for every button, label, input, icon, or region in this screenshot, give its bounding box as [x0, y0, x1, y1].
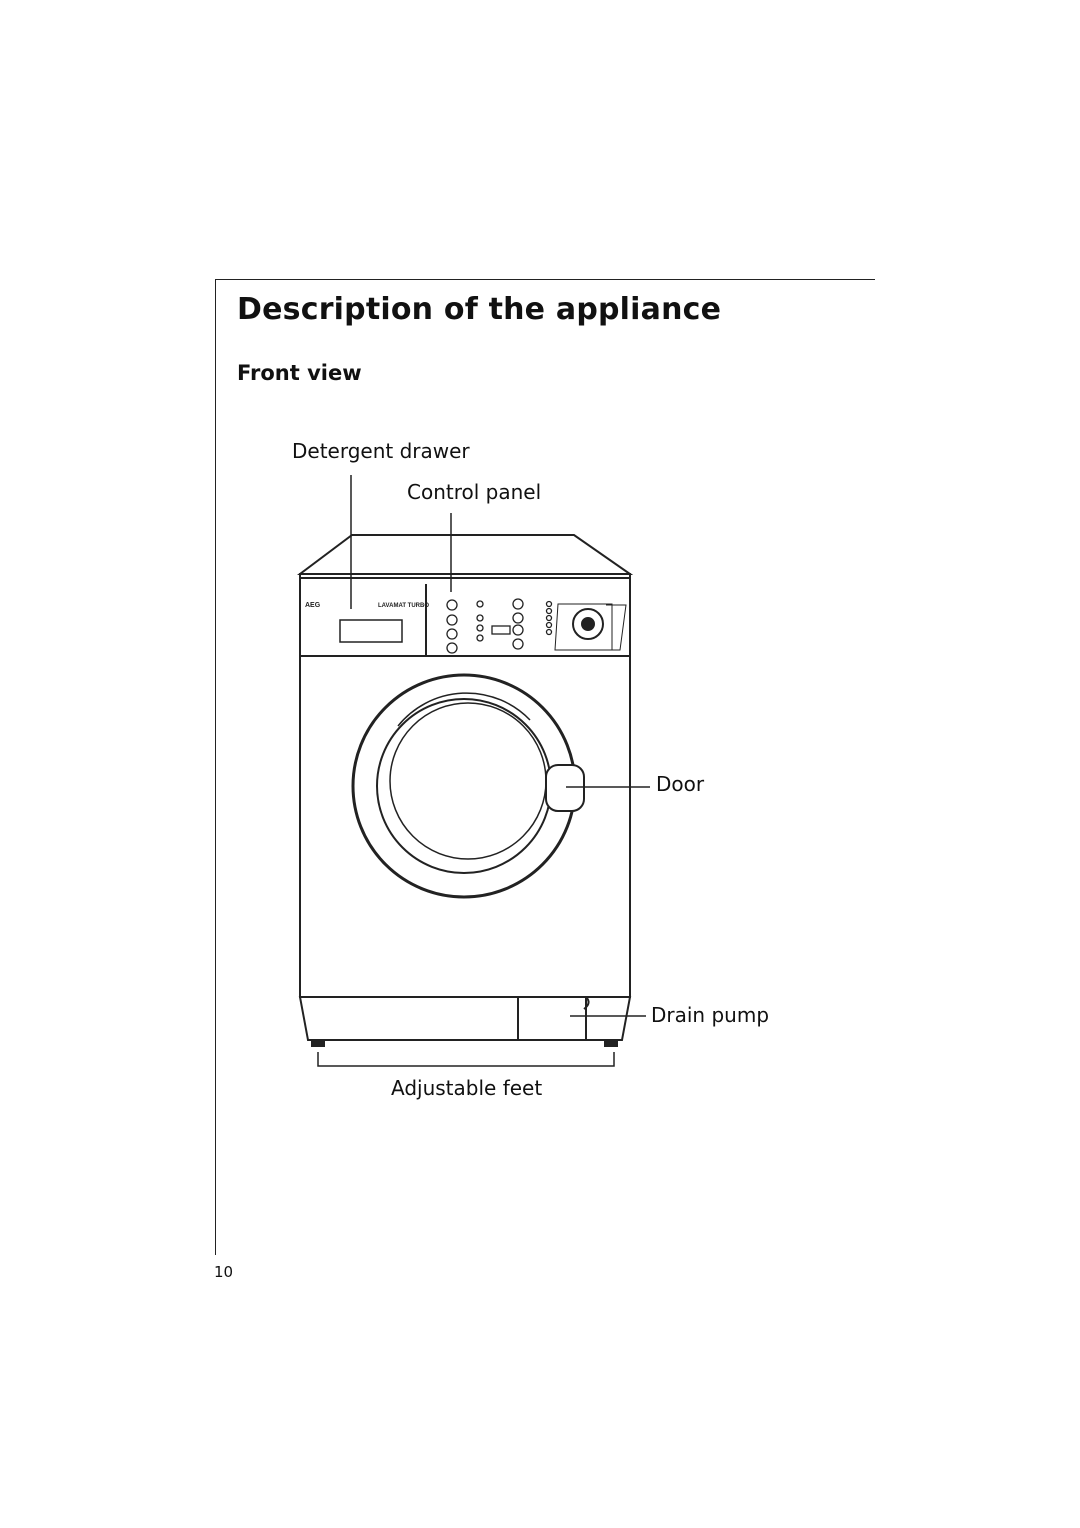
- page-frame-left-rule: [215, 279, 216, 1255]
- panel-brand: AEG: [305, 602, 321, 609]
- section-heading: Front view: [237, 361, 362, 385]
- label-control-panel: Control panel: [407, 480, 542, 504]
- programme-dial-centre: [581, 617, 595, 631]
- foot-right: [604, 1039, 618, 1047]
- label-door: Door: [656, 772, 705, 796]
- dial-tab: [604, 604, 627, 651]
- door-handle: [545, 764, 585, 812]
- foot-left: [311, 1039, 325, 1047]
- page-frame-top-rule: [215, 279, 875, 280]
- label-drain-pump: Drain pump: [651, 1003, 770, 1027]
- door-rim-shading: [397, 692, 531, 727]
- panel-model: LAVAMAT TURBO: [378, 603, 429, 609]
- feet-bracket: [317, 1052, 615, 1067]
- drain-pump-flap: [517, 996, 587, 1041]
- flap-handle: [583, 996, 590, 1010]
- plinth: [298, 996, 632, 1041]
- page-title: Description of the appliance: [237, 292, 722, 327]
- door-glass: [389, 702, 547, 860]
- label-detergent-drawer: Detergent drawer: [292, 439, 470, 463]
- machine-top: [297, 534, 634, 575]
- programme-dial: [572, 608, 604, 640]
- door-inner-ring: [376, 698, 552, 874]
- label-adjustable-feet: Adjustable feet: [391, 1076, 543, 1100]
- door-outer-ring: [351, 673, 577, 899]
- drawer-handle: [339, 619, 403, 643]
- page-number: 10: [214, 1263, 234, 1281]
